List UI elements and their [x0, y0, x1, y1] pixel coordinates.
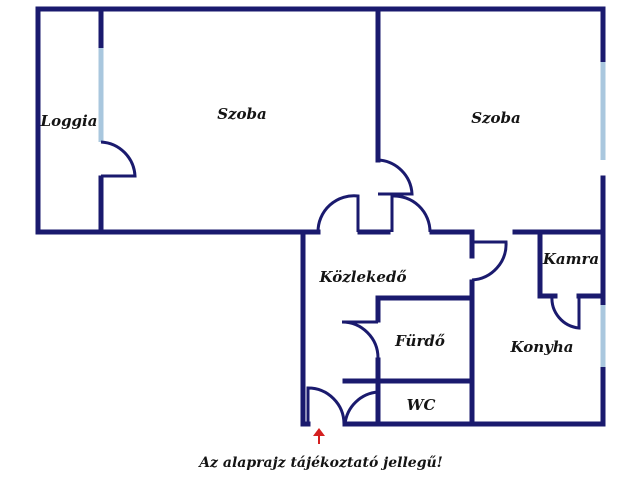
room-label-wc: WC — [407, 396, 436, 414]
room-label-kozlekedo: Közlekedő — [319, 268, 407, 286]
disclaimer-note: Az alaprajz tájékoztató jellegű! — [197, 455, 443, 471]
door-szoba-right-hall — [390, 194, 432, 233]
door-wc — [343, 390, 379, 425]
door-konyha — [471, 240, 508, 282]
door-szoba-right — [377, 158, 414, 196]
windows — [98, 48, 606, 367]
doors — [100, 140, 581, 425]
door-entrance — [306, 386, 346, 425]
walls — [35, 6, 606, 427]
door-szoba-left — [316, 194, 360, 233]
door-kamra — [550, 295, 581, 330]
door-loggia — [100, 140, 137, 178]
room-label-szoba-left: Szoba — [217, 105, 267, 123]
room-label-konyha: Konyha — [510, 338, 574, 356]
door-furdo — [341, 320, 380, 359]
room-label-loggia: Loggia — [40, 112, 98, 130]
room-label-kamra: Kamra — [542, 250, 599, 268]
up-arrow-icon — [313, 428, 325, 444]
room-label-szoba-right: Szoba — [471, 109, 521, 127]
room-label-furdo: Fürdő — [394, 332, 445, 350]
